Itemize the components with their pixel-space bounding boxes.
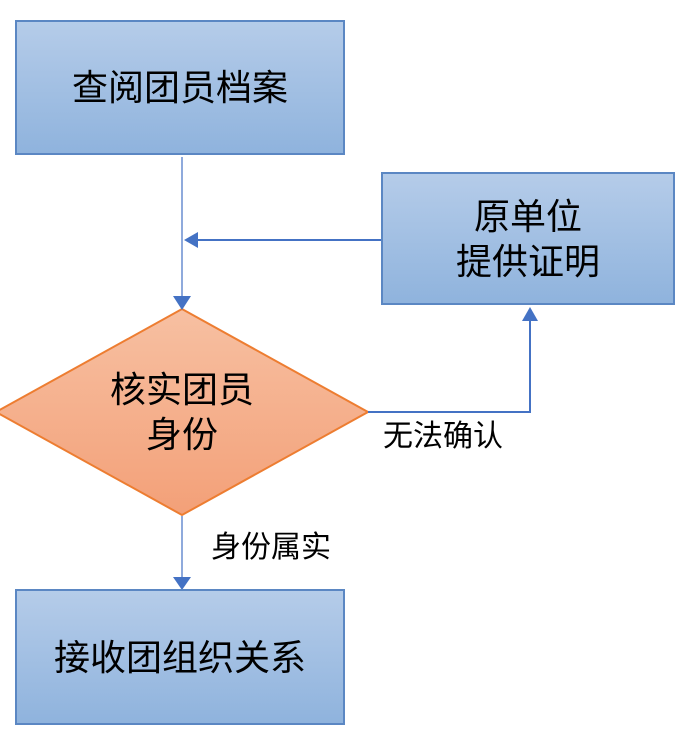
arrowhead-review-to-verify: [173, 296, 191, 310]
edge-label-identity-true: 身份属实: [211, 531, 331, 564]
node-original-unit-proof: 原单位 提供证明: [381, 172, 675, 305]
arrowhead-provide-to-line: [184, 232, 198, 248]
node-verify-identity-line2: 身份: [145, 414, 218, 455]
node-verify-identity-line1: 核实团员: [109, 369, 254, 410]
node-review-archives-label: 查阅团员档案: [71, 67, 288, 108]
edge-label-cannot-confirm: 无法确认: [383, 420, 503, 453]
node-accept-relationship: 接收团组织关系: [15, 589, 345, 725]
arrowhead-verify-to-provide: [522, 307, 538, 321]
node-review-archives: 查阅团员档案: [15, 20, 345, 155]
node-verify-identity: 核实团员 身份: [0, 309, 368, 515]
node-original-unit-proof-line2: 提供证明: [455, 240, 600, 282]
connector-verify-to-provide: [368, 320, 531, 413]
node-original-unit-proof-line1: 原单位: [473, 195, 582, 237]
node-accept-relationship-label: 接收团组织关系: [53, 636, 306, 678]
